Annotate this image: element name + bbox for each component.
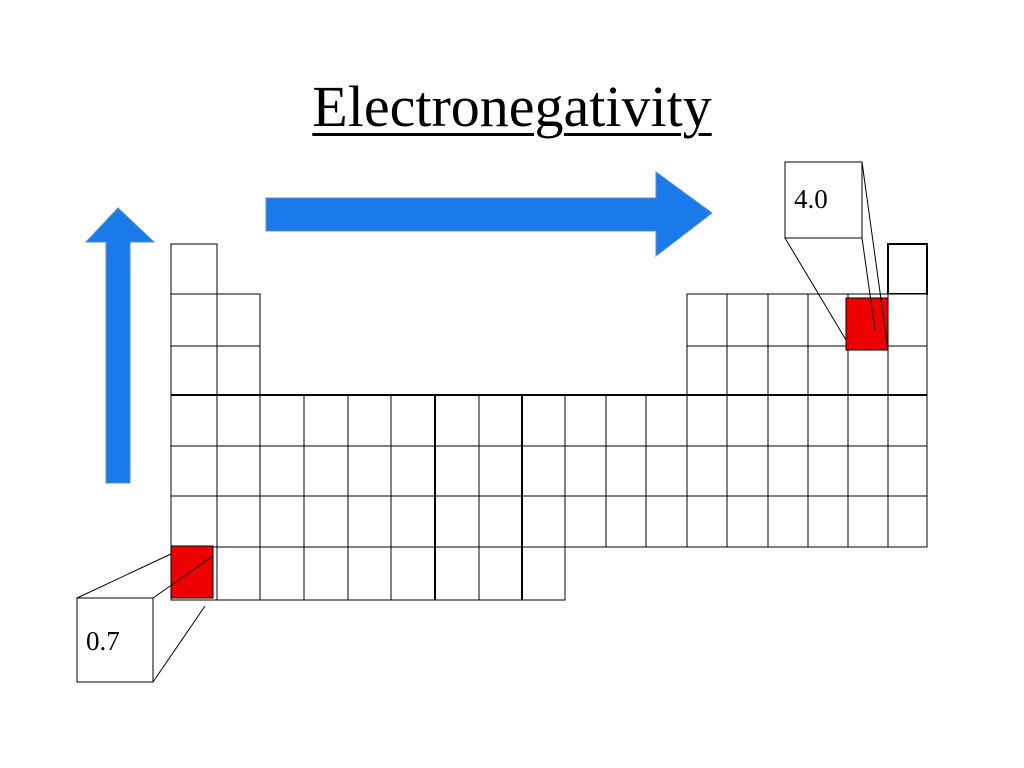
- callout-high: 4.0: [784, 161, 889, 351]
- table-cell: [478, 445, 523, 497]
- table-cell: [170, 345, 218, 396]
- table-cell: [259, 546, 305, 601]
- table-cell: [347, 394, 392, 447]
- table-cell: [726, 293, 769, 347]
- table-cell: [767, 345, 809, 396]
- table-cell: [605, 495, 647, 548]
- table-cell: [170, 394, 218, 447]
- table-cell: [807, 495, 849, 548]
- table-cell: [434, 546, 480, 601]
- table-cell: [726, 394, 769, 447]
- table-cell: [847, 495, 889, 548]
- table-cell: [726, 345, 769, 396]
- table-cell: [887, 495, 928, 548]
- table-cell: [564, 445, 607, 497]
- table-cell: [807, 445, 849, 497]
- table-cell: [605, 445, 647, 497]
- table-cell: [434, 495, 480, 548]
- highlight-cell-francium: [170, 545, 214, 599]
- table-cell: [847, 445, 889, 497]
- table-cell: [807, 293, 849, 347]
- table-cell: [478, 546, 523, 601]
- table-cell: [887, 293, 928, 347]
- table-cell: [259, 445, 305, 497]
- callout-high-label: 4.0: [794, 184, 828, 214]
- table-cell: [521, 445, 566, 497]
- periodic-table-grid: [170, 243, 928, 601]
- table-cell: [887, 345, 928, 396]
- table-cell: [347, 546, 392, 601]
- callout-low-label: 0.7: [86, 626, 120, 656]
- table-cell: [216, 293, 261, 347]
- table-cell: [847, 345, 889, 396]
- table-cell: [216, 394, 261, 447]
- table-cell: [686, 445, 728, 497]
- table-cell: [303, 445, 349, 497]
- table-cell: [605, 394, 647, 447]
- table-cell: [686, 394, 728, 447]
- table-cell: [478, 394, 523, 447]
- table-cell: [170, 293, 218, 347]
- table-cell: [726, 495, 769, 548]
- table-cell: [686, 293, 728, 347]
- table-cell: [390, 495, 436, 548]
- table-cell: [767, 445, 809, 497]
- table-cell: [170, 495, 218, 548]
- table-cell: [564, 394, 607, 447]
- table-cell: [686, 495, 728, 548]
- table-cell: [259, 495, 305, 548]
- table-cell: [521, 546, 566, 601]
- table-cell: [170, 243, 218, 295]
- table-cell: [887, 394, 928, 447]
- table-cell: [726, 445, 769, 497]
- table-cell: [347, 445, 392, 497]
- table-cell: [216, 345, 261, 396]
- table-cell: [303, 495, 349, 548]
- right-arrow-icon: [265, 171, 713, 258]
- table-cell: [807, 394, 849, 447]
- table-cell: [767, 293, 809, 347]
- table-cell: [887, 243, 928, 295]
- table-cell: [434, 445, 480, 497]
- table-cell: [303, 394, 349, 447]
- table-cell: [216, 445, 261, 497]
- table-cell: [347, 495, 392, 548]
- table-cell: [390, 445, 436, 497]
- up-arrow-icon: [84, 207, 156, 484]
- table-cell: [521, 495, 566, 548]
- table-cell: [686, 345, 728, 396]
- table-cell: [847, 394, 889, 447]
- table-cell: [478, 495, 523, 548]
- page-title: Electronegativity: [312, 74, 712, 139]
- table-cell: [887, 445, 928, 497]
- table-cell: [645, 445, 688, 497]
- table-cell: [645, 394, 688, 447]
- table-cell: [434, 394, 480, 447]
- table-cell: [259, 394, 305, 447]
- table-cell: [767, 495, 809, 548]
- table-cell: [216, 495, 261, 548]
- table-cell: [170, 445, 218, 497]
- callout-low: 0.7: [76, 553, 214, 683]
- table-cell: [216, 546, 261, 601]
- table-cell: [807, 345, 849, 396]
- table-cell: [645, 495, 688, 548]
- table-cell: [767, 394, 809, 447]
- table-cell: [390, 546, 436, 601]
- highlight-cell-fluorine: [845, 297, 889, 351]
- table-cell: [390, 394, 436, 447]
- table-cell: [303, 546, 349, 601]
- table-cell: [564, 495, 607, 548]
- table-cell: [521, 394, 566, 447]
